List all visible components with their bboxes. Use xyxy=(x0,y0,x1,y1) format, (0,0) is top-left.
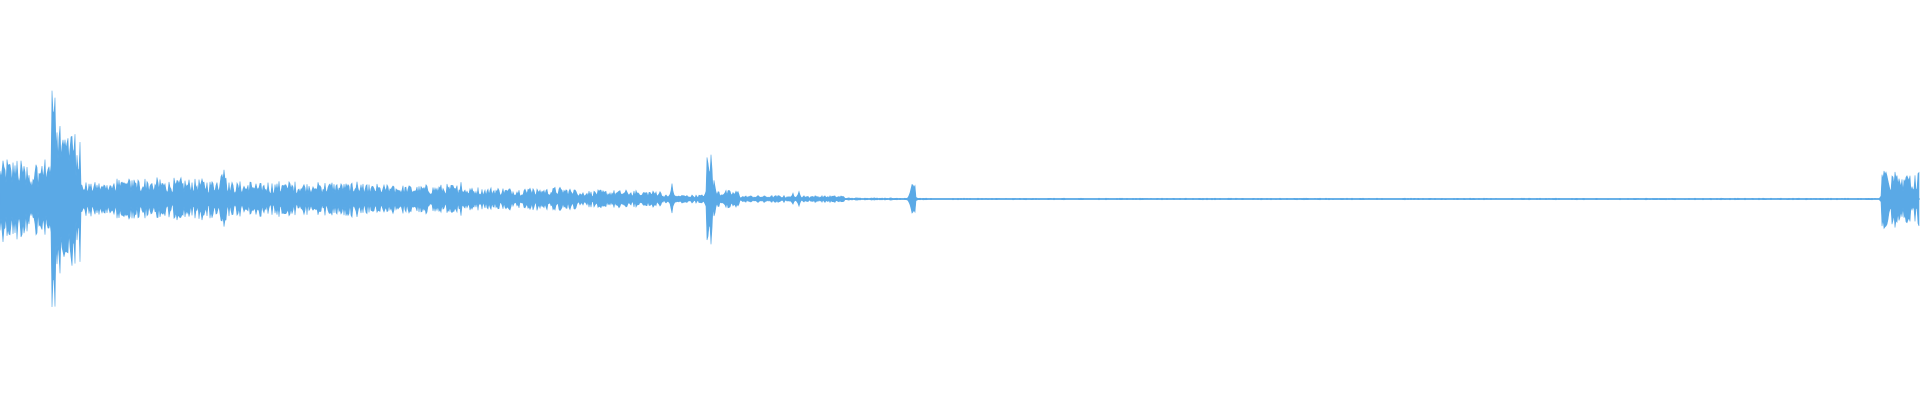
waveform-envelope xyxy=(0,90,1920,307)
